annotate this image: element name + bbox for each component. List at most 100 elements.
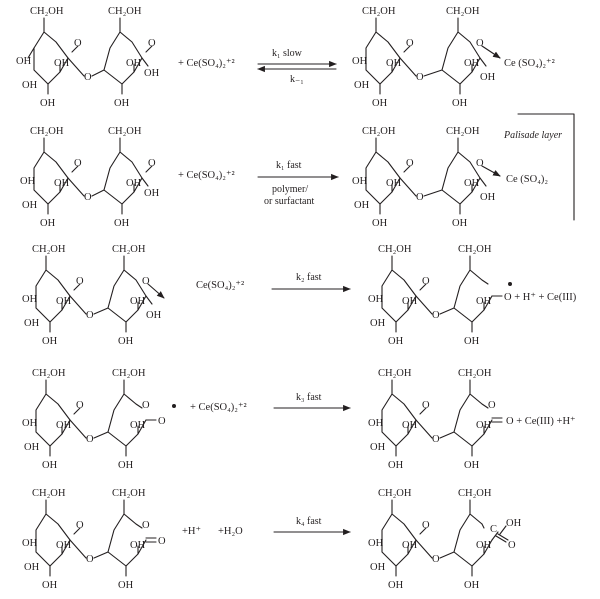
hydroxyl-label: OH — [56, 420, 72, 431]
hydroxyl-label: OH — [144, 188, 160, 199]
rate-constant-label: k₋₁ — [290, 74, 304, 85]
hydroxyl-label: OH — [476, 420, 492, 431]
carboxyl-hydroxyl: OH — [506, 518, 522, 529]
ring-oxygen: O — [422, 400, 430, 411]
hydroxyl-label: OH — [56, 540, 72, 551]
carboxyl-carbon: C — [490, 524, 497, 535]
glycosidic-oxygen: O — [86, 434, 94, 445]
carbonyl-oxygen: O — [158, 536, 166, 547]
hydroxyl-label: OH — [402, 296, 418, 307]
hydroxyl-label: OH — [118, 460, 134, 471]
hydroxyl-label: OH — [144, 68, 160, 79]
product-2: CH₂OH CH₂OH O O O OH OH OH OH OH OH OH C… — [352, 126, 548, 229]
hydroxyl-label: OH — [388, 336, 404, 347]
hydroxyl-label: OH — [118, 336, 134, 347]
ch2oh-label: CH₂OH — [108, 126, 142, 137]
hydroxyl-label: OH — [24, 442, 40, 453]
reactant-3: CH₂OH CH₂OH O O O OH OH OH OH OH OH OH — [22, 244, 165, 347]
reactant-5: CH₂OH CH₂OH O O O O OH OH OH OH OH OH — [22, 488, 166, 591]
radical-product: O + H⁺ + Ce(III) — [504, 292, 577, 303]
hydroxyl-label: OH — [464, 178, 480, 189]
palisade-layer-label: Palisade layer — [503, 130, 562, 141]
hydroxyl-label: OH — [476, 296, 492, 307]
row-3: CH₂OH CH₂OH O O O OH OH OH OH OH OH OH C… — [22, 244, 577, 347]
ch2oh-label: CH₂OH — [30, 126, 64, 137]
hydroxyl-label: OH — [24, 562, 40, 573]
hydroxyl-label: OH — [20, 176, 36, 187]
hydroxyl-label: OH — [464, 580, 480, 591]
rate-constant-label: k₁ slow — [272, 48, 303, 59]
complexed-ceric-sulfate: Ce (SO₄)₂⁺² — [504, 58, 555, 69]
reactant-2: CH₂OH CH₂OH O O O OH OH OH OH OH OH OH — [20, 126, 160, 229]
hydroxyl-label: OH — [16, 56, 32, 67]
hydroxyl-label: OH — [40, 98, 56, 109]
ch2oh-label: CH₂OH — [378, 244, 412, 255]
row-1: CH₂OH CH₂OH O O O OH OH OH OH OH OH OH +… — [16, 6, 555, 109]
hydroxyl-label: OH — [22, 538, 38, 549]
hydroxyl-label: OH — [402, 420, 418, 431]
glycosidic-oxygen: O — [416, 72, 424, 83]
hydroxyl-label: OH — [114, 218, 130, 229]
hydroxyl-label: OH — [480, 72, 496, 83]
hydroxyl-label: OH — [126, 178, 142, 189]
reagent-ceric-sulfate: + Ce(SO₄)₂⁺² — [190, 402, 247, 413]
hydroxyl-label: OH — [370, 318, 386, 329]
ch2oh-label: CH₂OH — [32, 244, 66, 255]
reagent-proton: +H⁺ — [182, 526, 201, 537]
hydroxyl-label: OH — [354, 200, 370, 211]
hydroxyl-label: OH — [368, 418, 384, 429]
hydroxyl-label: OH — [386, 178, 402, 189]
arrow-condition: polymer/ — [272, 184, 308, 195]
ch2oh-label: CH₂OH — [458, 368, 492, 379]
ch2oh-label: CH₂OH — [112, 488, 146, 499]
hydroxyl-label: OH — [402, 540, 418, 551]
ring-oxygen: O — [148, 158, 156, 169]
radical-oxygen: O — [158, 416, 166, 427]
hydroxyl-label: OH — [388, 460, 404, 471]
rate-constant-label: k₁ fast — [276, 160, 302, 171]
hydroxyl-label: OH — [54, 58, 70, 69]
ring-oxygen: O — [406, 158, 414, 169]
ch2oh-label: CH₂OH — [458, 488, 492, 499]
ring-oxygen: O — [74, 38, 82, 49]
hydroxyl-label: OH — [476, 540, 492, 551]
ring-oxygen: O — [76, 276, 84, 287]
rate-constant-label: k₄ fast — [296, 516, 322, 527]
hydroxyl-label: OH — [368, 294, 384, 305]
ring-oxygen: O — [476, 158, 484, 169]
hydroxyl-label: OH — [22, 80, 38, 91]
radical-dot — [508, 282, 512, 286]
row-2: CH₂OH CH₂OH O O O OH OH OH OH OH OH OH +… — [20, 113, 575, 229]
hydroxyl-label: OH — [354, 80, 370, 91]
ring-oxygen: O — [74, 158, 82, 169]
hydroxyl-label: OH — [42, 336, 58, 347]
ring-oxygen: O — [76, 520, 84, 531]
ch2oh-label: CH₂OH — [32, 368, 66, 379]
hydroxyl-label: OH — [22, 418, 38, 429]
glycosidic-oxygen: O — [416, 192, 424, 203]
carboxyl-oxygen: O — [508, 540, 516, 551]
reagent-ceric-sulfate: + Ce(SO₄)₂⁺² — [178, 170, 235, 181]
row-4: CH₂OH CH₂OH O O O OH OH OH OH OH OH O + … — [22, 368, 576, 471]
hydroxyl-label: OH — [114, 98, 130, 109]
rate-constant-label: k₃ fast — [296, 392, 322, 403]
ch2oh-label: CH₂OH — [458, 244, 492, 255]
radical-dot — [172, 404, 176, 408]
ring-oxygen: O — [488, 400, 496, 411]
ring-oxygen: O — [422, 276, 430, 287]
hydroxyl-label: OH — [452, 98, 468, 109]
hydroxyl-label: OH — [370, 562, 386, 573]
hydroxyl-label: OH — [464, 336, 480, 347]
glycosidic-oxygen: O — [84, 192, 92, 203]
arrow-condition: or surfactant — [264, 196, 314, 207]
hydroxyl-label: OH — [130, 420, 146, 431]
ch2oh-label: CH₂OH — [112, 368, 146, 379]
ch2oh-label: CH₂OH — [446, 126, 480, 137]
hydroxyl-label: OH — [42, 580, 58, 591]
ch2oh-label: CH₂OH — [362, 126, 396, 137]
hydroxyl-label: OH — [372, 218, 388, 229]
palisade-bracket — [517, 113, 575, 221]
hydroxyl-label: OH — [370, 442, 386, 453]
ring-oxygen: O — [476, 38, 484, 49]
